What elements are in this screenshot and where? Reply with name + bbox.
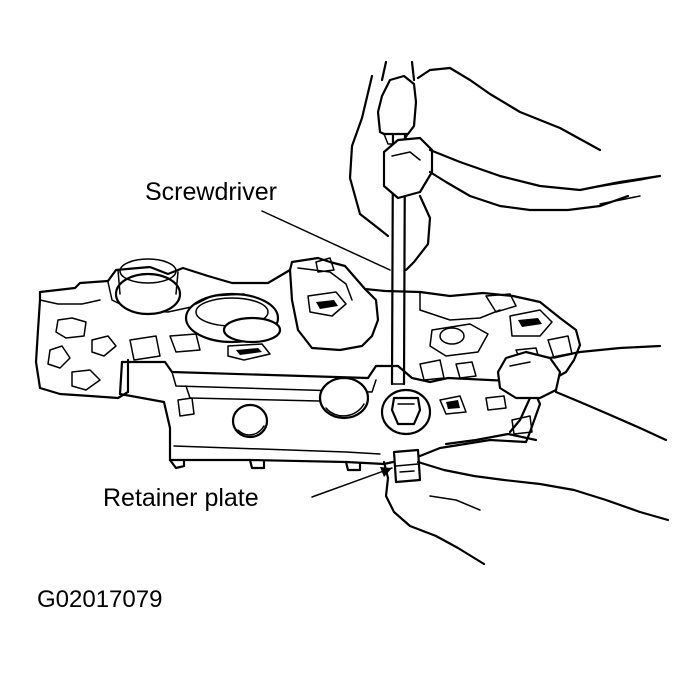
valve-body-front-plate [118, 360, 542, 472]
figure-id: G02017079 [37, 586, 163, 613]
screwdriver-leader-line [261, 210, 391, 271]
screwdriver [376, 60, 418, 386]
callout-leaders [261, 210, 393, 498]
lower-hand [382, 344, 670, 566]
screwdriver-label: Screwdriver [145, 178, 277, 206]
valve-body [34, 256, 582, 400]
retainer-plate [392, 448, 422, 484]
retainer-plate-label: Retainer plate [103, 484, 259, 512]
upper-hand [348, 66, 662, 272]
retainer-plate-leader-line [311, 467, 393, 498]
